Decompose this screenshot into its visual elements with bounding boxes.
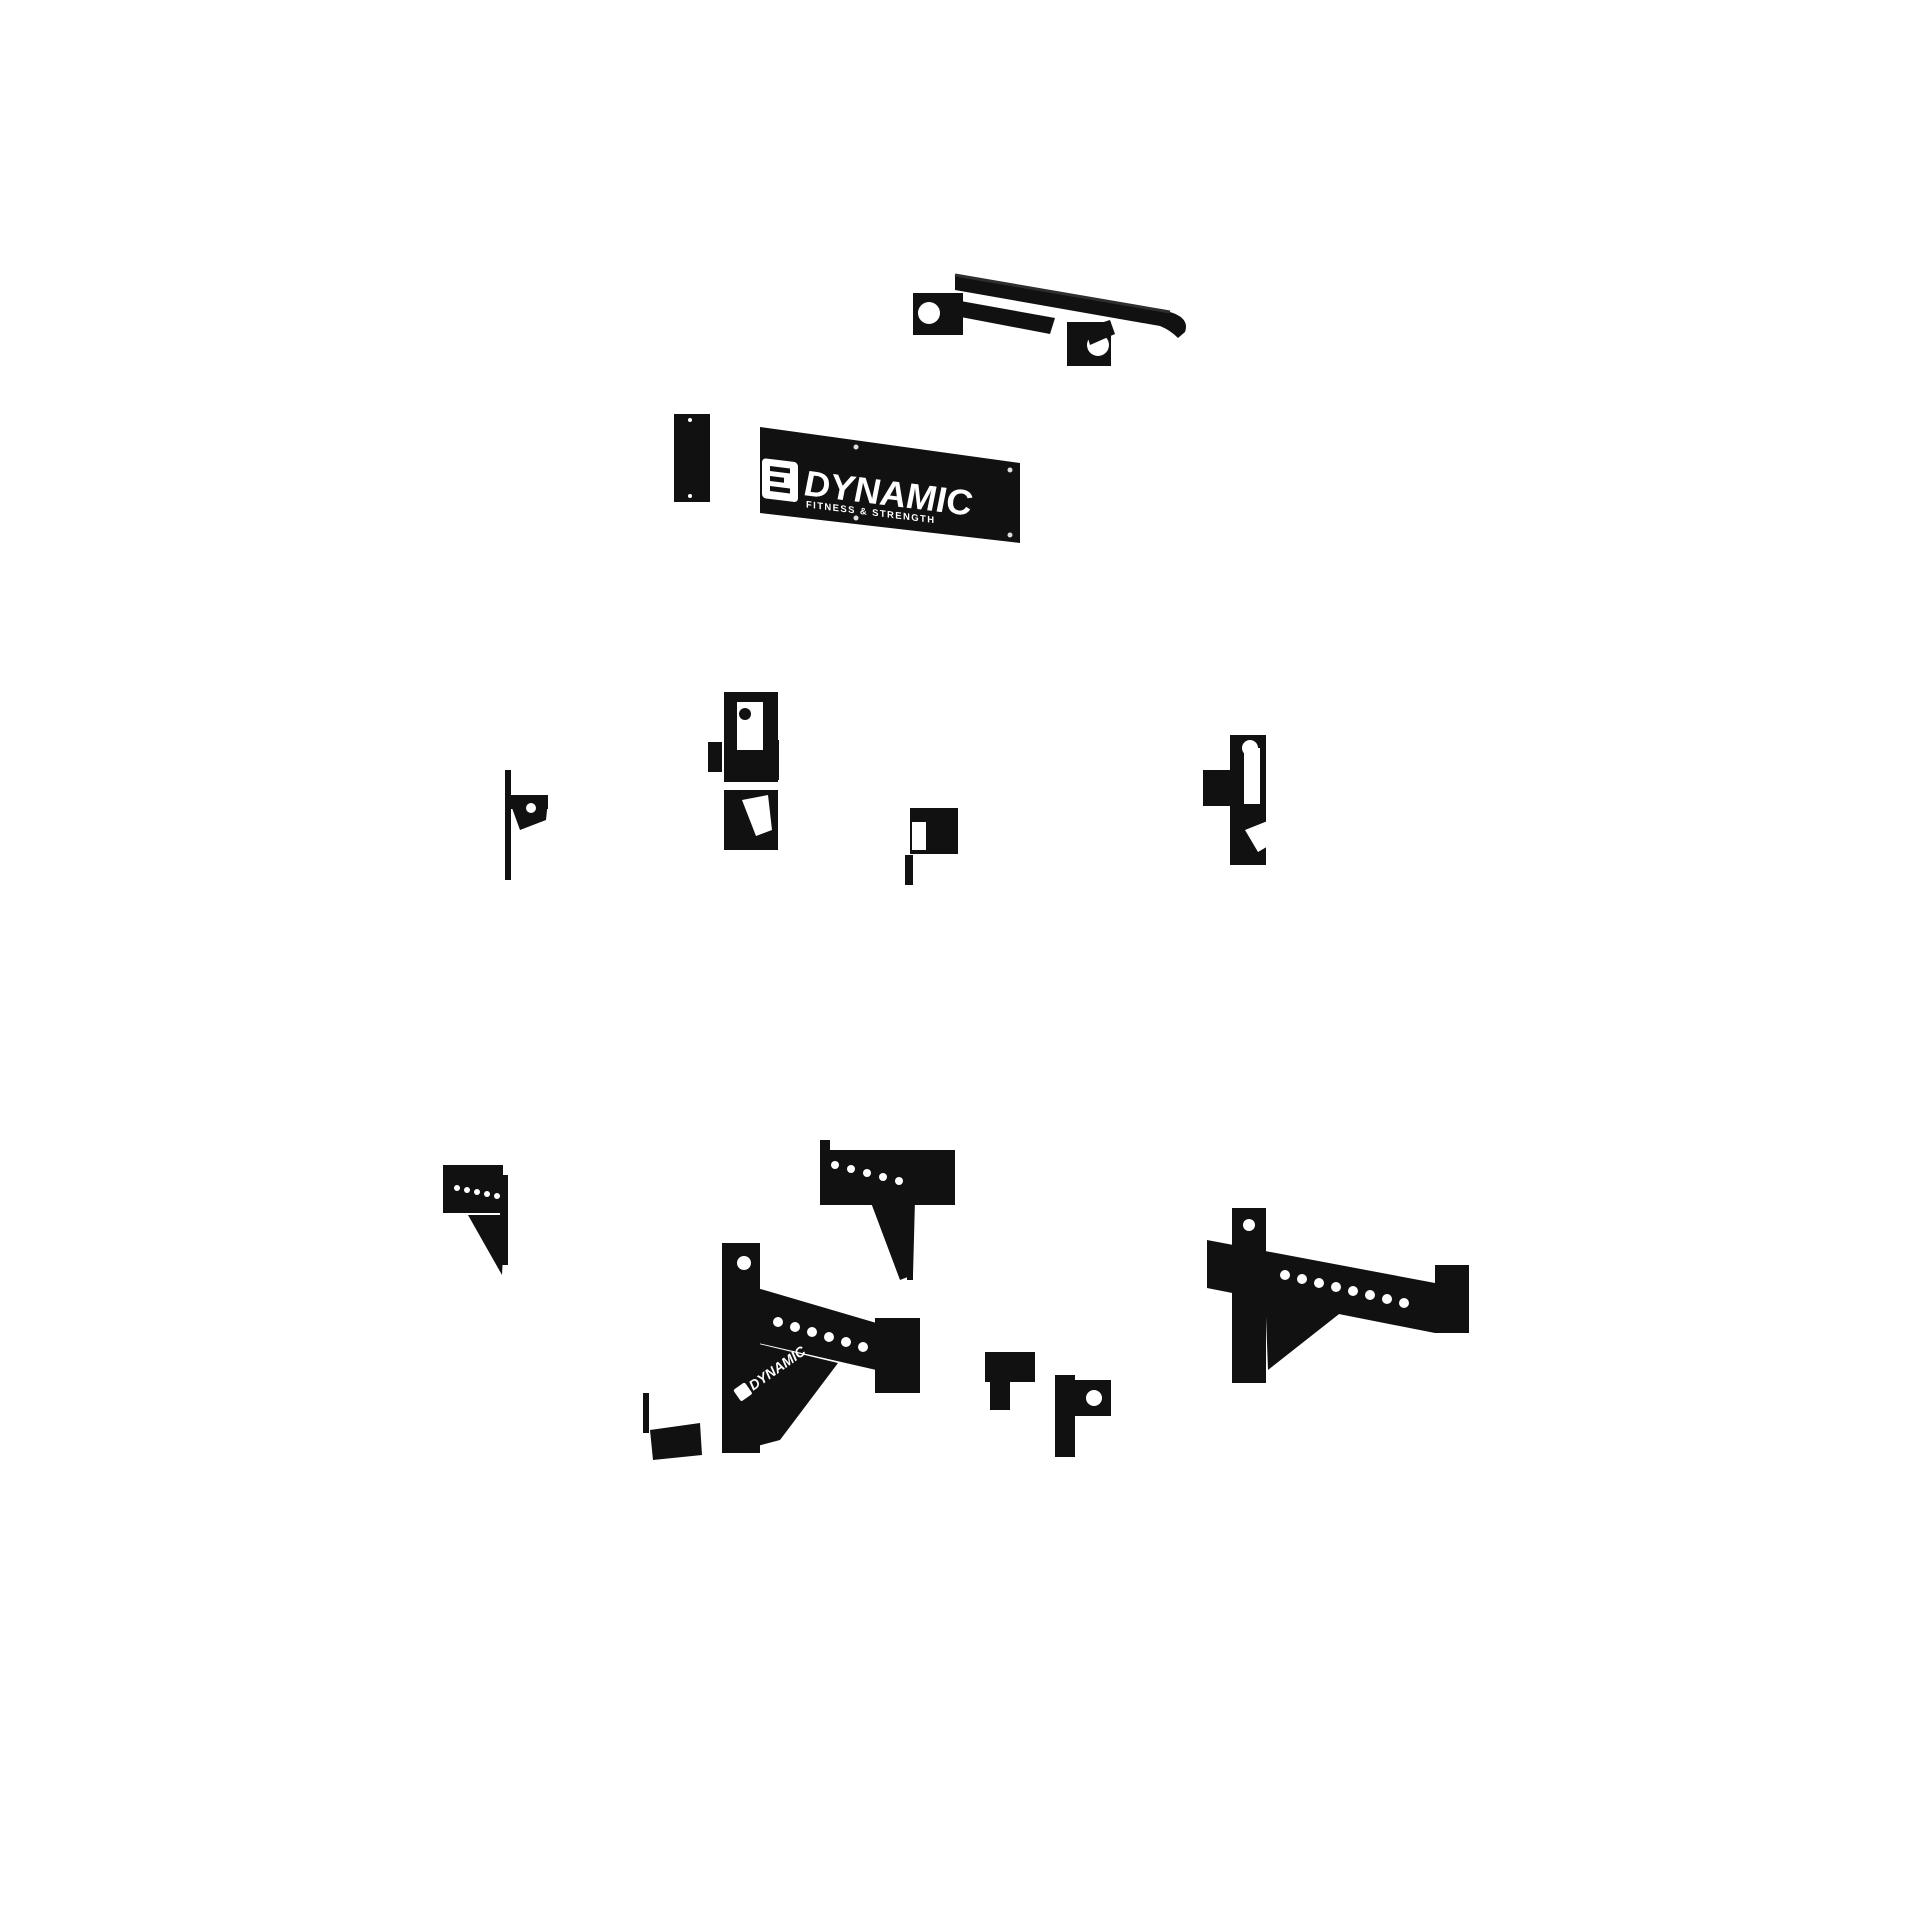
j-hook-small: [905, 808, 958, 885]
spotter-arm-back: [820, 1140, 955, 1280]
j-hook-center: [708, 692, 779, 850]
spotter-arm-right: [1207, 1208, 1469, 1383]
j-hook-right: [1203, 735, 1282, 865]
j-hook-left: [505, 770, 548, 880]
upright-plate: [674, 414, 710, 502]
spotter-arm-left: [443, 1165, 508, 1275]
logo-plate: DYNAMIC FITNESS & STRENGTH: [760, 427, 1020, 543]
mount-bracket: [643, 1352, 1111, 1460]
spotter-arm-center: DYNAMIC: [722, 1243, 920, 1453]
pull-up-bar: [913, 273, 1186, 366]
